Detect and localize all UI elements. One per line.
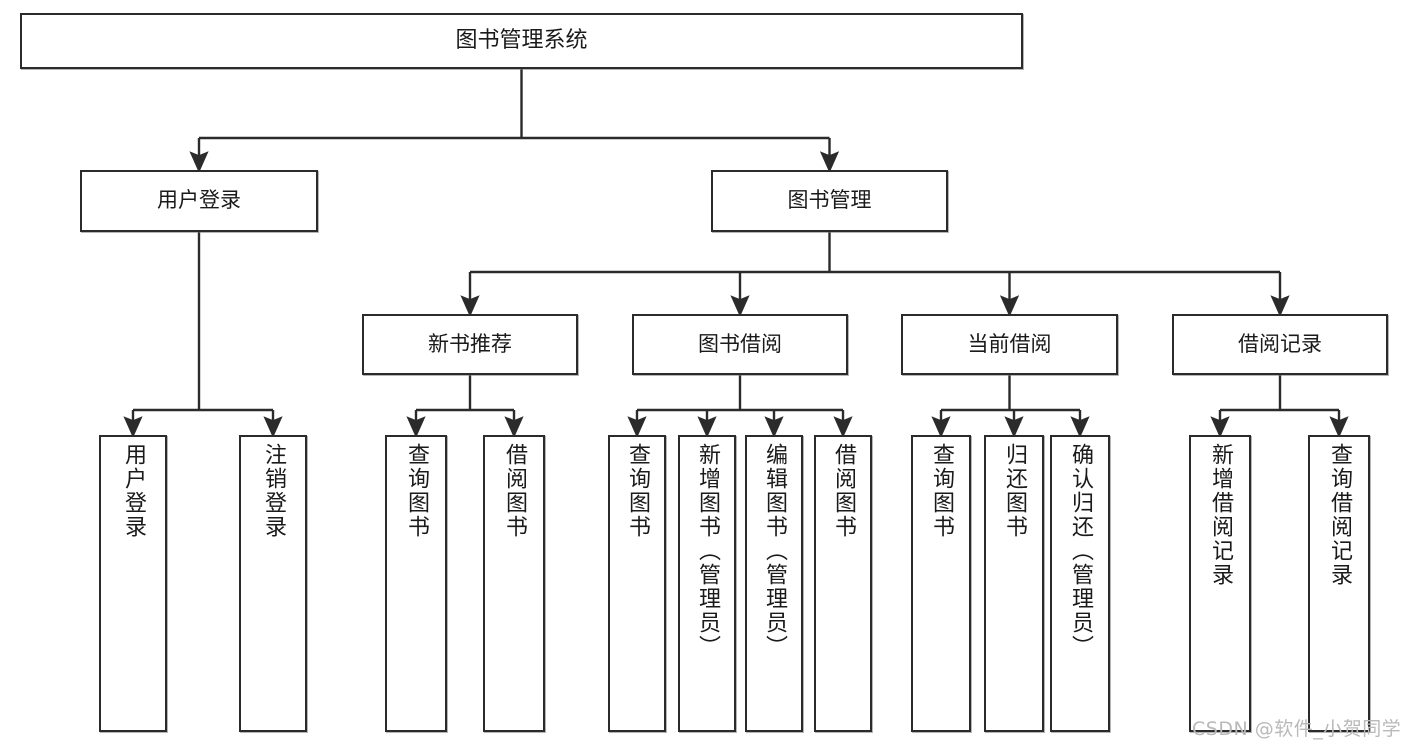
node-label: 图书管理系统 — [455, 27, 588, 53]
node-label: 当前借阅 — [967, 331, 1052, 356]
node-label: 查询图书 — [625, 443, 650, 539]
node-label: 新书推荐 — [428, 331, 512, 356]
leaf-add-borrowing-record[interactable]: 新增借阅记录 — [1189, 435, 1251, 732]
leaf-borrow-books-borrowing[interactable]: 借阅图书 — [814, 435, 872, 732]
node-book-management[interactable]: 图书管理 — [711, 170, 948, 232]
leaf-return-books[interactable]: 归还图书 — [984, 435, 1044, 732]
node-label: 用户登录 — [157, 188, 241, 213]
leaf-edit-book-admin[interactable]: 编辑图书（管理员） — [745, 435, 803, 732]
node-root-book-management-system[interactable]: 图书管理系统 — [20, 13, 1023, 69]
node-new-book-recommendation[interactable]: 新书推荐 — [362, 314, 578, 375]
leaf-add-book-admin[interactable]: 新增图书（管理员） — [678, 435, 736, 732]
leaf-query-books-current[interactable]: 查询图书 — [911, 435, 971, 732]
node-label: 新增借阅记录 — [1208, 443, 1233, 587]
node-label: 查询图书 — [929, 443, 954, 539]
node-label: 新增图书（管理员） — [695, 443, 720, 659]
node-label: 注销登录 — [261, 443, 286, 539]
leaf-user-login[interactable]: 用户登录 — [99, 435, 167, 732]
node-label: 图书借阅 — [698, 331, 782, 356]
node-current-borrowing[interactable]: 当前借阅 — [901, 314, 1118, 375]
node-label: 查询借阅记录 — [1327, 443, 1352, 587]
leaf-logout[interactable]: 注销登录 — [239, 435, 307, 732]
leaf-query-borrowing-record[interactable]: 查询借阅记录 — [1308, 435, 1370, 732]
leaf-query-books-borrowing[interactable]: 查询图书 — [608, 435, 666, 732]
node-label: 借阅图书 — [831, 443, 856, 539]
node-book-borrowing[interactable]: 图书借阅 — [632, 314, 848, 375]
node-label: 确认归还（管理员） — [1068, 443, 1093, 659]
leaf-confirm-return-admin[interactable]: 确认归还（管理员） — [1050, 435, 1110, 732]
node-label: 借阅记录 — [1238, 331, 1322, 356]
node-label: 图书管理 — [787, 188, 872, 213]
node-label: 归还图书 — [1002, 443, 1027, 539]
node-label: 借阅图书 — [502, 443, 527, 539]
node-user-login[interactable]: 用户登录 — [80, 170, 318, 232]
node-borrowing-records[interactable]: 借阅记录 — [1172, 314, 1388, 375]
node-label: 查询图书 — [404, 443, 429, 539]
leaf-query-books-recommendation[interactable]: 查询图书 — [385, 435, 447, 732]
csdn-watermark: CSDN @软件_小贺同学 — [1192, 718, 1402, 740]
node-label: 编辑图书（管理员） — [762, 443, 787, 659]
leaf-borrow-books-recommendation[interactable]: 借阅图书 — [483, 435, 545, 732]
node-label: 用户登录 — [121, 443, 146, 539]
